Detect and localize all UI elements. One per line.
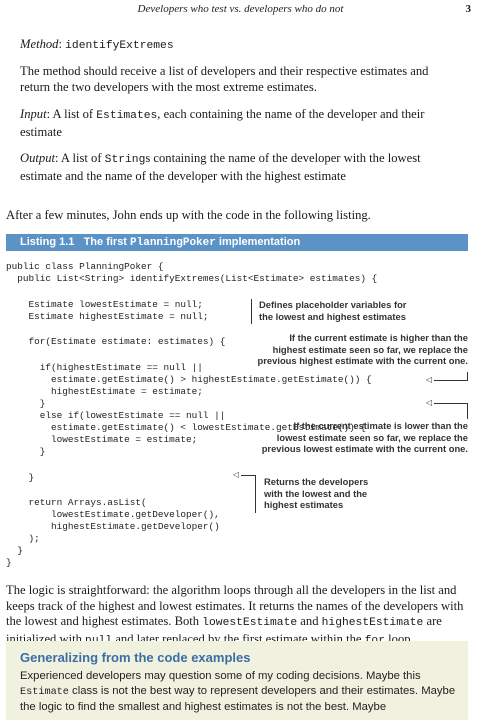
code-line: lowestEstimate.getDeveloper(), (6, 509, 220, 520)
code-line: lowestEstimate = estimate; (6, 434, 198, 445)
method-description: The method should receive a list of deve… (20, 64, 429, 94)
annotation-line: previous lowest estimate with the curren… (261, 443, 468, 454)
code-line: if(highestEstimate == null || (6, 362, 203, 373)
annotation-line: highest estimate seen so far, we replace… (272, 343, 468, 355)
output-text-b: s containing the name of the developer w… (20, 151, 421, 183)
code-line: for(Estimate estimate: estimates) { (6, 336, 226, 347)
code-line: } (6, 557, 12, 568)
code-line: highestEstimate.getDeveloper() (6, 521, 220, 532)
listing-title-a: The first (83, 236, 131, 248)
sidebar-text-a: Experienced developers may question some… (20, 670, 421, 682)
code-line: } (6, 545, 23, 556)
annotation-lowest: If the current estimate is lower than th… (232, 420, 468, 455)
arrow-line (467, 403, 468, 419)
inline-code: Estimate (20, 687, 69, 698)
code-line: } (6, 472, 35, 483)
listing-label: Listing 1.1 (20, 236, 75, 248)
annotation-bracket (255, 475, 256, 513)
running-head-title: Developers who test vs. developers who d… (137, 3, 344, 15)
annotation-line: with the lowest and the (264, 487, 368, 499)
arrow-left-icon: ◁ (426, 398, 433, 407)
method-sep: : (58, 37, 66, 51)
sidebar-box: Generalizing from the code examples Expe… (6, 641, 468, 720)
method-name: identifyExtremes (65, 40, 174, 52)
sidebar-heading: Generalizing from the code examples (20, 650, 251, 665)
arrow-line (467, 372, 468, 381)
code-line: ); (6, 533, 40, 544)
arrow-left-icon: ◁ (426, 375, 433, 384)
sidebar-text: Experienced developers may question some… (20, 669, 460, 715)
code-line: Estimate lowestEstimate = null; (6, 299, 203, 310)
explanation-text: and (297, 614, 322, 628)
input-text-b: , each containing the name of the develo… (20, 107, 425, 139)
inline-code: lowestEstimate (202, 617, 298, 629)
annotation-line: lowest estimate seen so far, we replace … (276, 431, 468, 443)
code-line: public class PlanningPoker { (6, 261, 164, 272)
output-text-a: : A list of (54, 151, 105, 165)
page-number: 3 (465, 3, 472, 15)
input-code: Estimates (96, 110, 158, 122)
code-line: estimate.getEstimate() > highestEstimate… (6, 374, 372, 385)
explanation-paragraph: The logic is straightforward: the algori… (6, 583, 470, 649)
output-label: Output (20, 151, 55, 165)
running-head: Developers who test vs. developers who d… (0, 3, 481, 19)
annotation-placeholders: Defines placeholder variables for the lo… (259, 299, 406, 322)
input-label: Input (20, 107, 47, 121)
input-text-a: : A list of (46, 107, 97, 121)
listing-title-code: PlanningPoker (130, 237, 216, 249)
annotation-line: previous highest estimate with the curre… (257, 355, 468, 366)
annotation-line: Defines placeholder variables for (259, 299, 407, 310)
code-line: } (6, 398, 46, 409)
annotation-line: the lowest and highest estimates (259, 310, 406, 322)
code-line: } (6, 446, 46, 457)
annotation-bracket (251, 299, 252, 324)
code-line: else if(lowestEstimate == null || (6, 410, 226, 421)
annotation-highest: If the current estimate is higher than t… (232, 332, 468, 367)
annotation-line: If the current estimate is higher than t… (289, 332, 468, 343)
inline-code: highestEstimate (321, 617, 424, 629)
sidebar-text-b: class is not the best way to represent d… (20, 685, 456, 713)
method-label: Method (20, 37, 59, 51)
code-line: public List<String> identifyExtremes(Lis… (6, 273, 378, 284)
method-line: Method: identifyExtremes (20, 37, 450, 55)
explanation-text: The logic is straightforward: the algori… (6, 583, 464, 628)
annotation-line: Returns the developers (264, 476, 369, 487)
annotation-line: highest estimates (264, 499, 344, 510)
intro-paragraph: After a few minutes, John ends up with t… (6, 208, 371, 222)
arrow-line (434, 403, 468, 404)
code-line: Estimate highestEstimate = null; (6, 311, 209, 322)
annotation-line: If the current estimate is lower than th… (293, 420, 468, 431)
annotation-returns: Returns the developers with the lowest a… (264, 476, 368, 511)
code-line: highestEstimate = estimate; (6, 386, 203, 397)
arrow-line (241, 475, 255, 476)
code-line: estimate.getEstimate() < lowestEstimate.… (6, 422, 367, 433)
listing-header: Listing 1.1 The first PlanningPoker impl… (6, 234, 468, 251)
output-code: String (104, 154, 146, 166)
arrow-line (434, 380, 468, 381)
output-line: Output: A list of Strings containing the… (20, 151, 450, 184)
input-line: Input: A list of Estimates, each contain… (20, 107, 450, 140)
arrow-left-icon: ◁ (233, 470, 240, 479)
listing-title-b: implementation (215, 236, 301, 248)
code-line: return Arrays.asList( (6, 497, 147, 508)
